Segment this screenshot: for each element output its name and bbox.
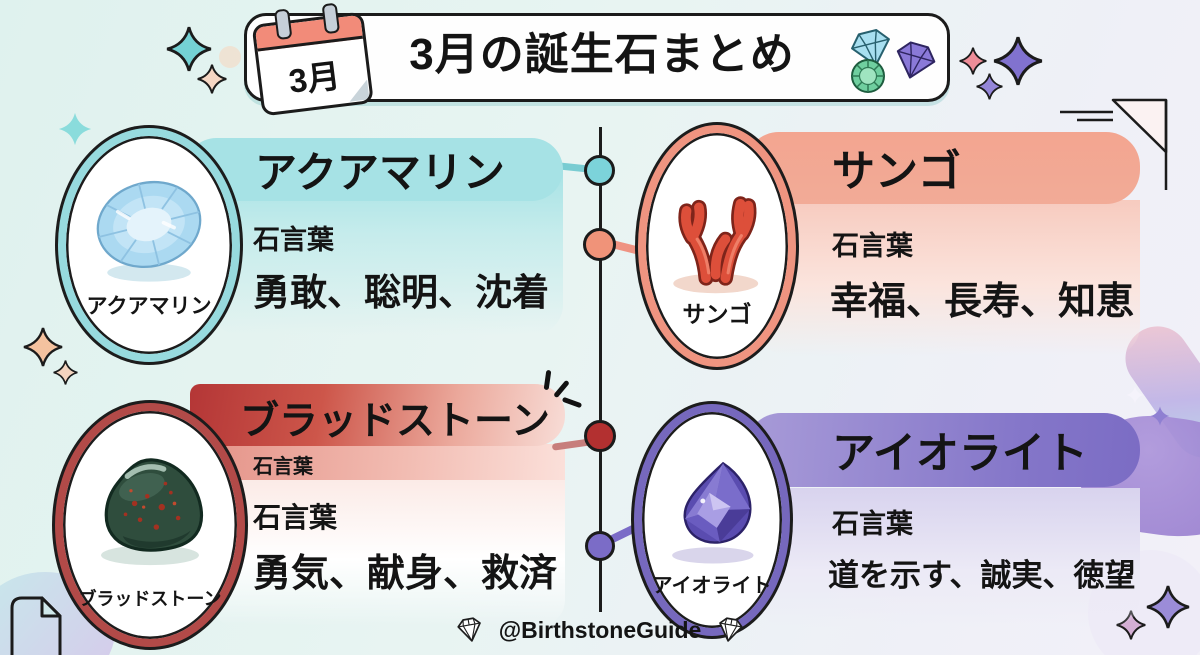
calendar-body: 3月 xyxy=(251,11,374,117)
coral-oval-frame: サンゴ xyxy=(638,125,796,367)
coral-panel xyxy=(758,200,1140,356)
aquamarine-meaning-label: 石言葉 xyxy=(253,225,334,255)
bloodstone-oval-frame: ブラッドストーン xyxy=(55,403,245,647)
sparkle-icon xyxy=(53,360,78,385)
timeline-node-coral xyxy=(583,228,616,261)
diamond-outline-icon xyxy=(457,617,481,642)
sparkle-icon xyxy=(993,36,1043,86)
bloodstone-title-band xyxy=(190,384,565,446)
iolite-meanings: 道を示す、誠実、徳望 xyxy=(828,558,1136,593)
aquamarine-title: アクアマリン xyxy=(255,149,505,196)
coral-oval-label: サンゴ xyxy=(682,301,752,327)
header-gems-icon xyxy=(851,28,936,93)
iolite-gem-icon xyxy=(672,461,754,564)
sparkle-icon xyxy=(58,112,92,146)
emphasis-dash xyxy=(561,396,583,409)
coral-meanings: 幸福、長寿、知恵 xyxy=(830,281,1135,323)
bloodstone-gem-icon xyxy=(101,458,204,566)
timeline-node-bloodstone xyxy=(584,420,616,452)
sparkle-icon xyxy=(197,64,227,94)
sparkle-icon xyxy=(959,47,987,75)
aquamarine-meanings: 勇敢、聡明、沈着 xyxy=(253,272,549,313)
coral-meaning-label: 石言葉 xyxy=(832,231,913,261)
bloodstone-meanings: 勇気、献身、救済 xyxy=(253,553,558,595)
diamond-outline-icon xyxy=(719,617,743,642)
sparkle-icon xyxy=(1150,406,1170,426)
sparkle-icon xyxy=(23,327,63,367)
iolite-panel xyxy=(758,488,1140,628)
green-gem-icon xyxy=(851,59,885,93)
coral-banner: サンゴ xyxy=(745,132,1140,204)
calendar-icon: 3月 xyxy=(250,2,374,117)
timeline-node-aquamarine xyxy=(584,155,615,186)
calendar-ring-icon xyxy=(273,8,293,41)
bloodstone-title: ブラッドストーン xyxy=(240,400,551,443)
timeline-line xyxy=(599,127,602,612)
aquamarine-banner: アクアマリン xyxy=(185,138,563,201)
sparkle-icon xyxy=(1126,386,1144,404)
sparkle-icon xyxy=(976,73,1003,100)
iolite-oval-frame: アイオライト xyxy=(634,404,790,636)
bloodstone-meaning-label-small: 石言葉 xyxy=(253,456,313,478)
purple-diamond-icon xyxy=(896,41,936,79)
coral-title: サンゴ xyxy=(832,148,961,196)
calendar-ring-icon xyxy=(321,2,341,35)
footer-credit: @BirthstoneGuide xyxy=(498,616,702,643)
timeline-node-iolite xyxy=(585,531,615,561)
bloodstone-oval-label: ブラッドストーン xyxy=(78,589,222,609)
aquamarine-oval-frame: アクアマリン xyxy=(58,128,240,362)
iolite-title: アイオライト xyxy=(832,430,1088,478)
iolite-banner: アイオライト xyxy=(745,413,1140,487)
calendar-fold-corner xyxy=(347,79,370,102)
aquamarine-gem-icon xyxy=(96,180,202,282)
sparkle-icon xyxy=(1146,585,1190,629)
iolite-oval-label: アイオライト xyxy=(652,575,772,597)
emphasis-dash xyxy=(553,379,570,399)
aquamarine-oval-label: アクアマリン xyxy=(86,295,212,318)
page-title: 3月の誕生石まとめ xyxy=(409,30,795,79)
iolite-meaning-label: 石言葉 xyxy=(832,509,913,539)
glow-dot-decor xyxy=(219,46,241,68)
page-corner-icon xyxy=(10,596,62,655)
bloodstone-substrip xyxy=(210,444,565,480)
corner-flag-decor xyxy=(1060,98,1168,190)
sparkle-icon xyxy=(166,26,212,72)
bloodstone-meaning-label: 石言葉 xyxy=(253,502,338,533)
calendar-header-band xyxy=(254,14,364,52)
coral-gem-icon xyxy=(672,196,758,294)
bloodstone-panel xyxy=(210,478,565,626)
footer-credit-row: @BirthstoneGuide xyxy=(0,615,1200,645)
